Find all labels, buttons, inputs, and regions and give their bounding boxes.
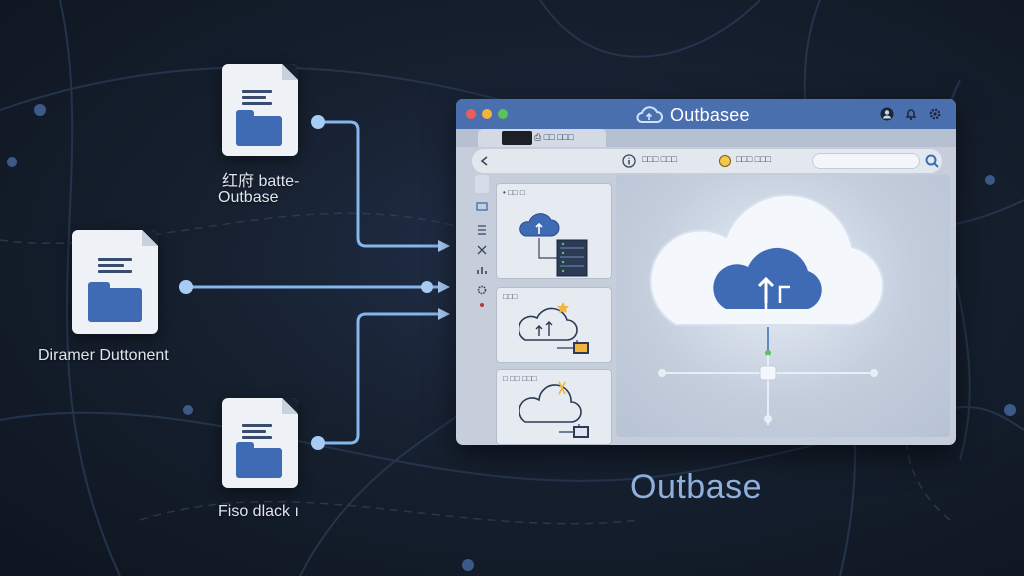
maximize-window-button[interactable] [498, 109, 508, 119]
sidebar-folder-icon[interactable] [475, 199, 489, 213]
toolbar: □□□ □□□ □□□ □□□ [472, 149, 942, 173]
document-icon-top[interactable] [222, 64, 298, 156]
sidebar-dot-icon[interactable] [480, 303, 484, 307]
card-list: • □□ □ □□□ [496, 183, 612, 445]
card-server-sync[interactable]: • □□ □ [496, 183, 612, 279]
cloud-backup-icon [519, 381, 589, 438]
cloud-logo-icon [636, 106, 663, 123]
tab-label: ⎙ □□ □□□ [534, 132, 574, 142]
cloud-upload-hero-icon [649, 193, 885, 425]
document-icon-bottom[interactable] [222, 398, 298, 488]
sidebar-tools-icon[interactable] [475, 243, 489, 257]
sidebar [472, 175, 492, 435]
tab-strip: ⎙ □□ □□□ [456, 129, 956, 147]
tab-badge [502, 131, 532, 145]
user-icon[interactable] [880, 107, 894, 121]
search-icon[interactable] [924, 153, 940, 169]
card-header: • □□ □ [503, 188, 525, 197]
main-panel [616, 175, 950, 437]
card-header: □□□ [503, 292, 518, 301]
folder-icon [236, 442, 282, 478]
title-bar: Outbasee [456, 99, 956, 129]
tag-icon[interactable] [718, 154, 732, 168]
document-icon-middle[interactable] [72, 230, 158, 334]
document-label-top-line2: Outbase [218, 189, 279, 206]
sidebar-chart-icon[interactable] [475, 263, 489, 277]
search-input[interactable] [812, 153, 920, 169]
folder-icon [236, 110, 282, 146]
tab-active[interactable]: ⎙ □□ □□□ [478, 129, 606, 147]
settings-gear-icon[interactable] [928, 107, 942, 121]
sidebar-home-icon[interactable] [475, 175, 489, 193]
minimize-window-button[interactable] [482, 109, 492, 119]
sidebar-grid-icon[interactable] [475, 223, 489, 237]
info-icon[interactable] [622, 154, 636, 168]
app-title: Outbasee [670, 104, 750, 125]
sidebar-settings-icon[interactable] [475, 283, 489, 297]
toolbar-item-2[interactable]: □□□ □□□ [736, 154, 772, 164]
app-brand: Outbasee [634, 103, 750, 127]
document-label-bottom: Fiso dlack ı [218, 503, 299, 520]
cloud-transfer-icon [519, 302, 589, 354]
back-arrow-icon[interactable] [478, 154, 492, 168]
document-label-middle: Diramer Duttonent [38, 347, 169, 364]
toolbar-item-1[interactable]: □□□ □□□ [642, 154, 678, 164]
card-cloud-transfer[interactable]: □□□ [496, 287, 612, 363]
brand-caption: Outbase [630, 468, 763, 506]
folder-icon [88, 282, 142, 322]
close-window-button[interactable] [466, 109, 476, 119]
document-label-top: 红府 batte- [222, 173, 300, 190]
card-header: □ □□ □□□ [503, 374, 537, 383]
cloud-upload-server-icon [519, 213, 588, 277]
bell-icon[interactable] [904, 107, 918, 121]
app-window: Outbasee ⎙ □□ □□□ □□□ □□□ [456, 99, 956, 445]
card-cloud-backup[interactable]: □ □□ □□□ [496, 369, 612, 445]
